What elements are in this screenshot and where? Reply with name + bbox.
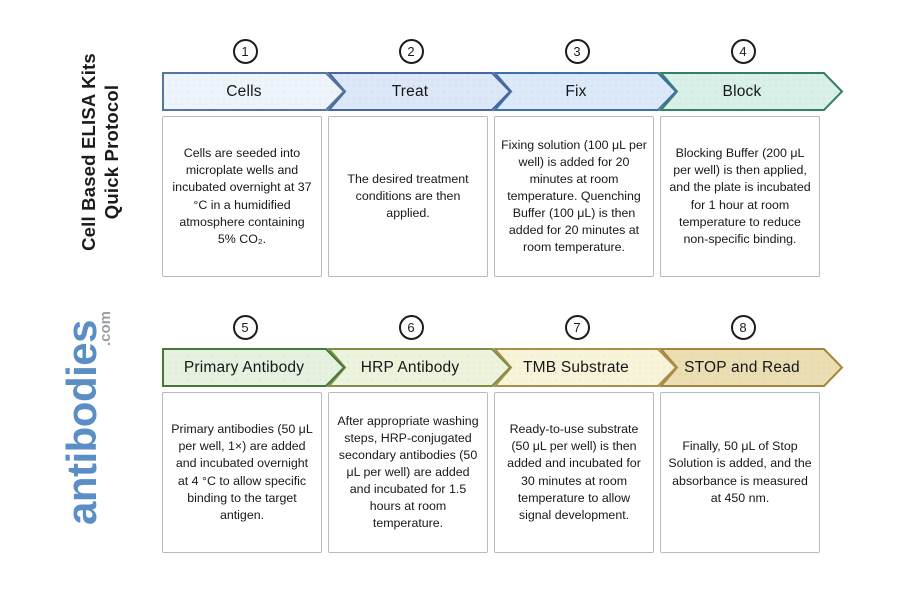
step-number-badge: 4 xyxy=(730,39,756,64)
step-title: TMB Substrate xyxy=(523,359,629,376)
step-number: 5 xyxy=(241,320,249,335)
step-description-box: Fixing solution (100 μL per well) is add… xyxy=(494,116,654,277)
step-description-box: After appropriate washing steps, HRP-con… xyxy=(328,392,488,553)
step-number-badge: 8 xyxy=(730,315,756,340)
step-description: Primary antibodies (50 μL per well, 1×) … xyxy=(171,422,313,522)
step-number: 2 xyxy=(407,44,415,59)
page-title: Cell Based ELISA Kits Quick Protocol xyxy=(76,32,124,272)
step-description-box: Cells are seeded into microplate wells a… xyxy=(162,116,322,277)
step-treat: 2 Treat The desired treatment conditions… xyxy=(326,39,512,277)
step-cells: 1 Cells Cells are seeded into microplate… xyxy=(162,39,346,277)
chevron-arrow-shape xyxy=(162,72,346,111)
page-title-line2: Quick Protocol xyxy=(101,84,122,220)
protocol-row-2: 5 Primary Antibody Primary antibodies (5… xyxy=(162,315,844,553)
step-description: Ready-to-use substrate (50 μL per well) … xyxy=(507,422,641,522)
step-number: 1 xyxy=(241,44,249,59)
step-stop-and-read: 8 STOP and Read Finally, 50 μL of Stop S… xyxy=(658,315,844,553)
step-number: 8 xyxy=(739,320,747,335)
chevron-arrow-shape xyxy=(658,348,844,387)
step-description-box: The desired treatment conditions are the… xyxy=(328,116,488,277)
step-hrp-antibody: 6 HRP Antibody After appropriate washing… xyxy=(326,315,512,553)
step-banner-arrow: TMB Substrate xyxy=(492,348,678,387)
step-title: Treat xyxy=(391,83,429,100)
step-block: 4 Block Blocking Buffer (200 μL per well… xyxy=(658,39,844,277)
step-description-box: Blocking Buffer (200 μL per well) is the… xyxy=(660,116,820,277)
step-number-badge: 1 xyxy=(232,39,258,64)
step-number-badge: 2 xyxy=(398,39,424,64)
step-number-badge: 5 xyxy=(232,315,258,340)
step-description-box: Ready-to-use substrate (50 μL per well) … xyxy=(494,392,654,553)
step-description: Fixing solution (100 μL per well) is add… xyxy=(501,137,647,255)
logo-wordmark: antibodies xyxy=(58,320,105,526)
step-title: HRP Antibody xyxy=(360,359,460,376)
chevron-arrow-shape xyxy=(162,348,346,387)
step-number-badge: 6 xyxy=(398,315,424,340)
step-description: Blocking Buffer (200 μL per well) is the… xyxy=(669,146,811,246)
page-title-line1: Cell Based ELISA Kits xyxy=(78,53,99,251)
step-number-badge: 7 xyxy=(564,315,590,340)
step-banner-arrow: STOP and Read xyxy=(658,348,844,387)
step-title: Fix xyxy=(565,83,587,100)
step-title: Block xyxy=(722,83,762,100)
step-title: Cells xyxy=(226,83,262,100)
step-number: 3 xyxy=(573,44,581,59)
step-number: 4 xyxy=(739,44,747,59)
step-banner-arrow: Fix xyxy=(492,72,678,111)
antibodies-logo: antibodies .com xyxy=(58,268,128,568)
chevron-arrow-shape xyxy=(326,72,512,111)
protocol-row-1: 1 Cells Cells are seeded into microplate… xyxy=(162,39,844,277)
chevron-arrow-shape xyxy=(658,72,844,111)
step-banner-arrow: Treat xyxy=(326,72,512,111)
step-banner-arrow: HRP Antibody xyxy=(326,348,512,387)
step-banner-arrow: Primary Antibody xyxy=(162,348,346,387)
step-description-box: Primary antibodies (50 μL per well, 1×) … xyxy=(162,392,322,553)
step-number: 7 xyxy=(573,320,581,335)
chevron-arrow-shape xyxy=(326,348,512,387)
step-title: Primary Antibody xyxy=(183,359,305,376)
step-title: STOP and Read xyxy=(684,359,800,376)
logo-domain-suffix: .com xyxy=(97,310,114,346)
step-tmb-substrate: 7 TMB Substrate Ready-to-use substrate (… xyxy=(492,315,678,553)
step-primary-antibody: 5 Primary Antibody Primary antibodies (5… xyxy=(162,315,346,553)
step-banner-arrow: Cells xyxy=(162,72,346,111)
step-description: After appropriate washing steps, HRP-con… xyxy=(337,413,479,531)
step-fix: 3 Fix Fixing solution (100 μL per well) … xyxy=(492,39,678,277)
chevron-arrow-shape xyxy=(492,348,678,387)
step-description: The desired treatment conditions are the… xyxy=(347,171,469,221)
step-number-badge: 3 xyxy=(564,39,590,64)
step-description: Cells are seeded into microplate wells a… xyxy=(172,146,312,246)
step-number: 6 xyxy=(407,320,415,335)
step-banner-arrow: Block xyxy=(658,72,844,111)
step-description: Finally, 50 μL of Stop Solution is added… xyxy=(668,439,812,505)
step-description-box: Finally, 50 μL of Stop Solution is added… xyxy=(660,392,820,553)
